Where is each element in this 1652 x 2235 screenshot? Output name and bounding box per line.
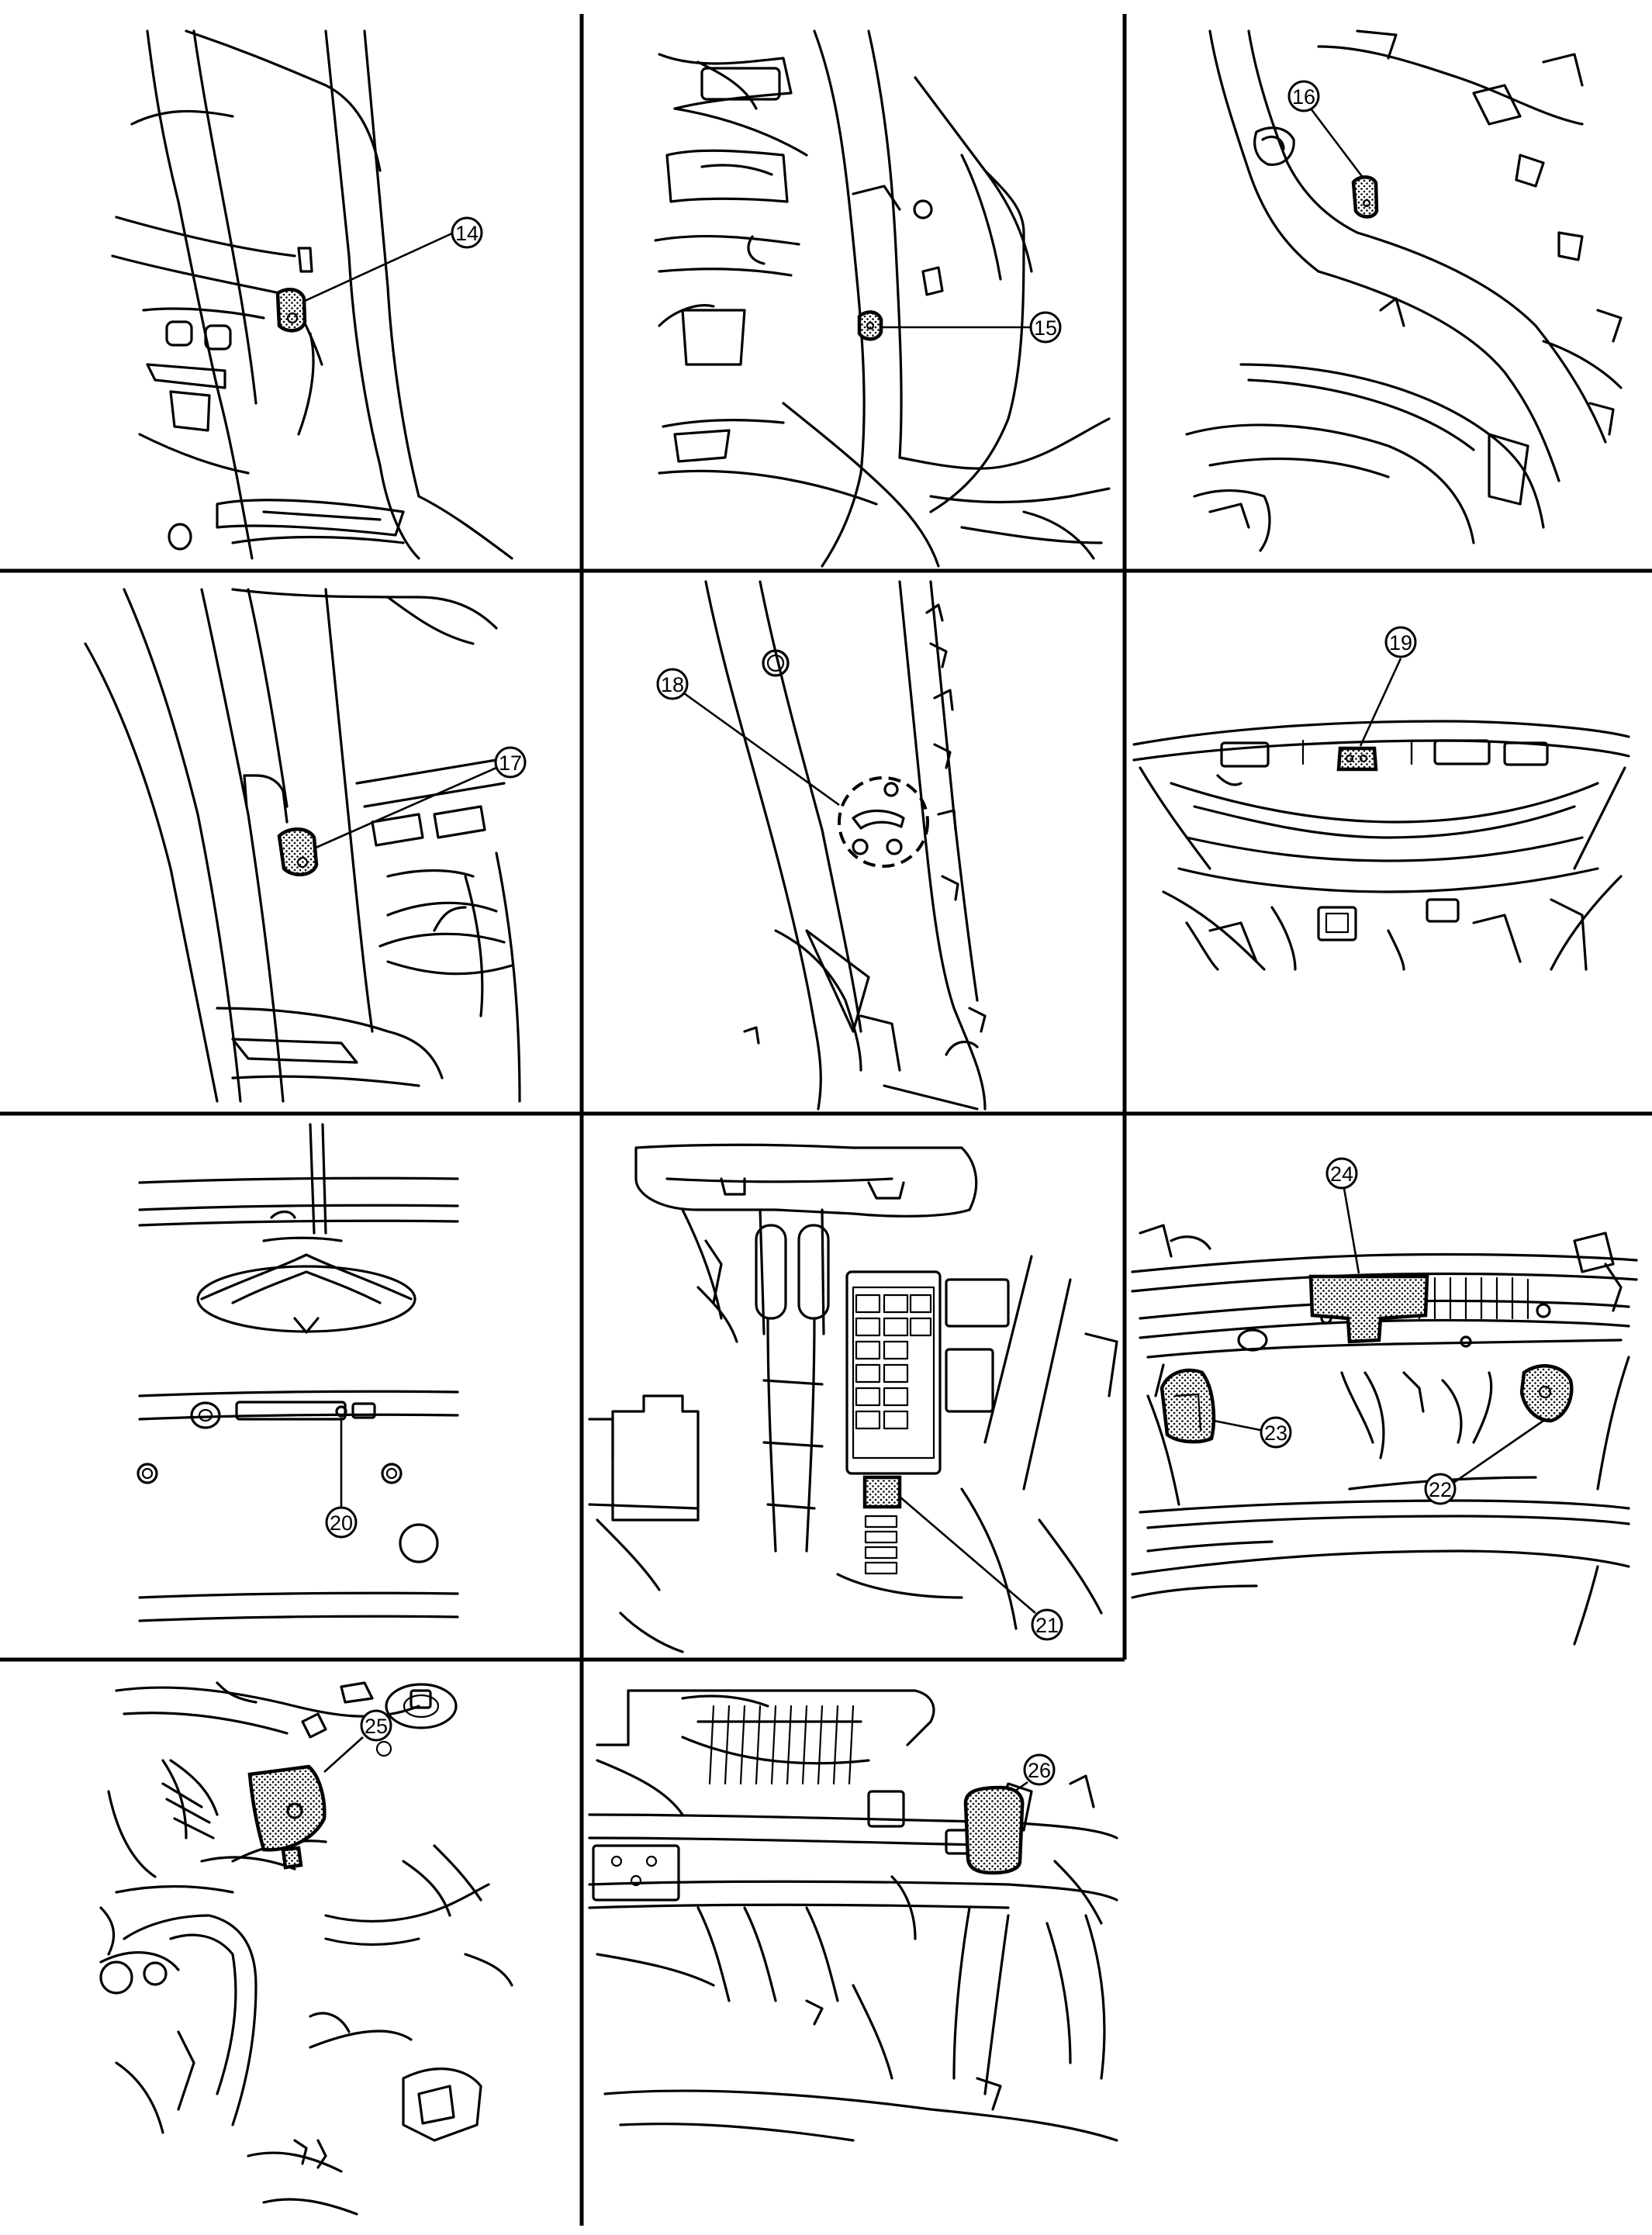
callout-19: 19 [1384, 626, 1417, 658]
callout-25-label: 25 [365, 1715, 388, 1738]
panel-20-trunk-finisher [137, 1123, 459, 1622]
callout-16-label: 16 [1292, 85, 1315, 109]
panel-22-24-front-end [1131, 1174, 1638, 1646]
callout-15: 15 [1029, 311, 1062, 344]
callout-26: 26 [1023, 1753, 1056, 1786]
callout-17: 17 [494, 746, 527, 779]
callout-23: 23 [1260, 1416, 1292, 1449]
panel-25-engine-room [99, 1681, 513, 2216]
panel-18-striker [683, 580, 987, 1111]
callout-24-label: 24 [1330, 1162, 1353, 1186]
panel-26-steering-member [588, 1689, 1118, 2142]
callout-21: 21 [1031, 1608, 1063, 1641]
callout-16: 16 [1287, 80, 1320, 112]
callout-18-label: 18 [661, 673, 684, 696]
callout-18: 18 [656, 668, 689, 700]
panel-17-pillar [84, 588, 521, 1103]
panel-19-trunk-lid [1132, 658, 1630, 971]
panel-15-pillar [654, 29, 1111, 568]
callout-15-label: 15 [1034, 316, 1057, 340]
panel-grid [0, 14, 1652, 2226]
callout-19-label: 19 [1389, 631, 1412, 655]
callout-22-label: 22 [1429, 1478, 1452, 1501]
callout-25: 25 [360, 1709, 392, 1742]
panel-16-wheel-arch [1185, 29, 1623, 552]
callout-24: 24 [1325, 1157, 1358, 1190]
panel-21-fuse-block [588, 1143, 1118, 1653]
callout-20: 20 [325, 1506, 358, 1539]
panel-14-pillar [111, 29, 513, 560]
callout-22: 22 [1424, 1473, 1457, 1505]
callout-17-label: 17 [499, 751, 522, 775]
callout-26-label: 26 [1028, 1759, 1051, 1782]
callout-20-label: 20 [330, 1511, 353, 1535]
callout-14-label: 14 [455, 222, 479, 245]
callout-23-label: 23 [1264, 1421, 1287, 1445]
callout-14: 14 [451, 216, 483, 249]
callout-21-label: 21 [1035, 1614, 1059, 1637]
